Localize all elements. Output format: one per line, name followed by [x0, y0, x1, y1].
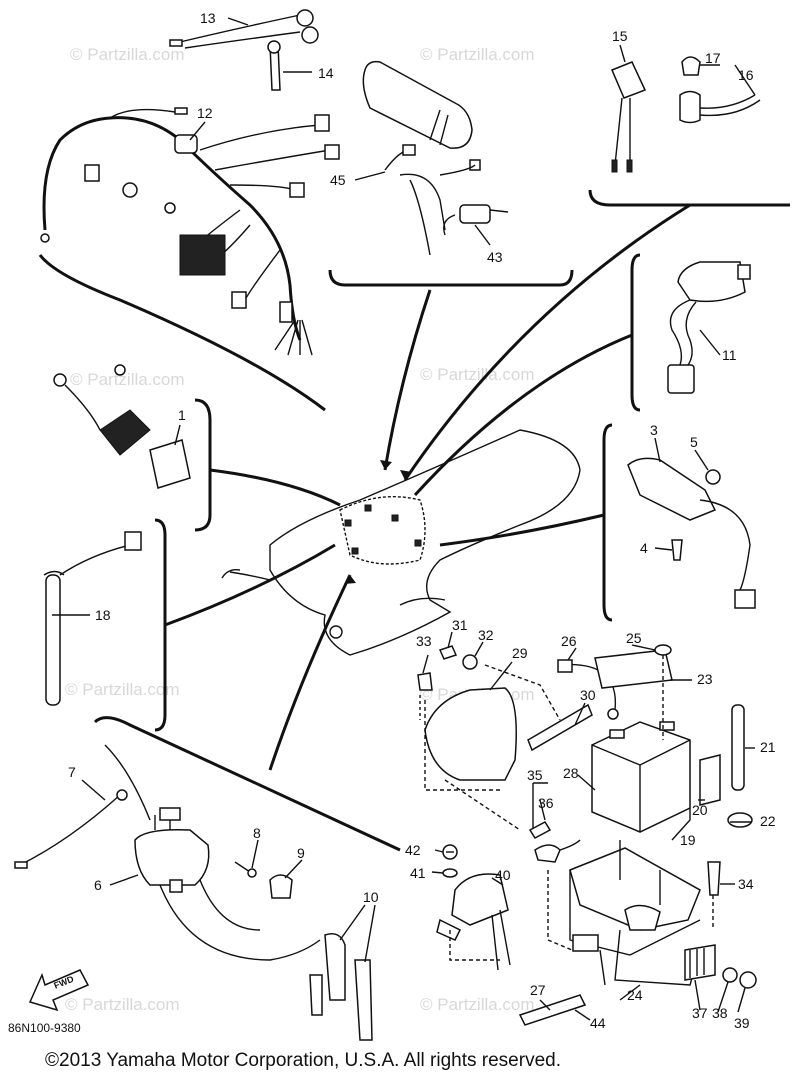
callout-8: 8	[253, 825, 261, 841]
part-28-battery	[591, 721, 691, 833]
part-8-bolt	[234, 861, 257, 878]
watermark: © Partzilla.com	[65, 995, 180, 1014]
watermark: © Partzilla.com	[70, 45, 185, 64]
callout-42: 42	[405, 842, 421, 858]
callout-1: 1	[178, 407, 186, 423]
callout-9: 9	[297, 845, 305, 861]
callout-18: 18	[95, 607, 111, 623]
callout-41: 41	[410, 865, 426, 881]
callout-16: 16	[738, 67, 754, 83]
part-1-relay	[53, 364, 191, 489]
callout-17: 17	[705, 50, 721, 66]
watermark: © Partzilla.com	[420, 365, 535, 384]
part-18-sender	[43, 531, 142, 706]
diagram-code: 86N100-9380	[8, 1021, 81, 1035]
callout-29: 29	[512, 645, 528, 661]
callout-22: 22	[760, 813, 776, 829]
dashed-leaders	[444, 664, 573, 961]
callout-36: 36	[538, 795, 554, 811]
watermark: © Partzilla.com	[70, 370, 185, 389]
part-10-plug-caps	[309, 933, 373, 1041]
callout-31: 31	[452, 617, 468, 633]
part-6-ignition-coil	[104, 744, 321, 961]
callout-15: 15	[612, 28, 628, 44]
part-14-band	[267, 40, 281, 91]
part-43-switch	[443, 204, 509, 236]
callout-numbers: 13 14 12 15 17 16 45 43 11 1 3 5 4 18 7 …	[68, 10, 776, 1031]
callout-23: 23	[697, 671, 713, 687]
callout-13: 13	[200, 10, 216, 26]
part-37-38-39-hardware	[684, 944, 757, 989]
part-12-wire-harness	[40, 107, 340, 356]
callout-21: 21	[760, 739, 776, 755]
part-17-bulb	[681, 56, 701, 76]
part-battery-box	[569, 840, 701, 956]
watermark: © Partzilla.com	[420, 995, 535, 1014]
part-3-regulator	[627, 457, 756, 609]
watermark: © Partzilla.com	[65, 680, 180, 699]
callout-34: 34	[738, 876, 754, 892]
callout-14: 14	[318, 65, 334, 81]
frame-outline	[221, 429, 581, 656]
callout-35: 35	[527, 767, 543, 783]
callout-10: 10	[363, 889, 379, 905]
part-21-hose	[731, 704, 745, 791]
callout-3: 3	[650, 422, 658, 438]
callout-26: 26	[561, 633, 577, 649]
part-13-wire-lead	[169, 9, 319, 49]
callout-44: 44	[590, 1015, 606, 1031]
group-brackets	[38, 189, 790, 852]
callout-12: 12	[197, 105, 213, 121]
part-41-42-hardware	[442, 844, 458, 878]
part-40-relay	[436, 873, 511, 971]
part-45-wire-lead	[384, 144, 481, 256]
callout-43: 43	[487, 249, 503, 265]
part-11-main-switch	[667, 261, 751, 394]
callout-20: 20	[692, 802, 708, 818]
callout-37: 37	[692, 1005, 708, 1021]
callout-25: 25	[626, 630, 642, 646]
callout-45: 45	[330, 172, 346, 188]
forward-arrow: FWD	[28, 969, 90, 1012]
part-23-battery-band	[594, 649, 673, 689]
callout-39: 39	[734, 1015, 750, 1031]
callout-6: 6	[94, 877, 102, 893]
callout-28: 28	[563, 765, 579, 781]
callout-7: 7	[68, 764, 76, 780]
callout-32: 32	[478, 627, 494, 643]
part-27-44-band	[518, 994, 587, 1026]
part-15-unit	[611, 61, 647, 173]
part-25-34-hardware	[654, 644, 721, 930]
part-7-cable	[14, 789, 128, 869]
leader-lines	[164, 203, 691, 771]
callout-27: 27	[530, 982, 546, 998]
callout-40: 40	[495, 867, 511, 883]
part-16-socket	[679, 90, 761, 124]
part-9-clamp	[269, 874, 293, 899]
callout-11: 11	[722, 347, 737, 363]
copyright-notice: ©2013 Yamaha Motor Corporation, U.S.A. A…	[45, 1050, 561, 1071]
callout-33: 33	[416, 633, 432, 649]
callout-24: 24	[627, 987, 643, 1003]
callout-30: 30	[580, 687, 596, 703]
part-31-32-33-hardware	[417, 645, 478, 720]
part-22-grommet	[727, 812, 753, 828]
callout-19: 19	[680, 832, 696, 848]
callout-4: 4	[640, 540, 648, 556]
watermark: © Partzilla.com	[420, 45, 535, 64]
callout-38: 38	[712, 1005, 728, 1021]
part-20-pad	[699, 754, 721, 806]
part-35-36-fuse-holder	[528, 821, 581, 863]
callout-5: 5	[690, 434, 698, 450]
callout-leaders	[52, 17, 756, 1021]
part-handle-grip	[362, 60, 473, 149]
part-30-bracket	[527, 703, 593, 752]
part-29-cover	[424, 687, 517, 791]
